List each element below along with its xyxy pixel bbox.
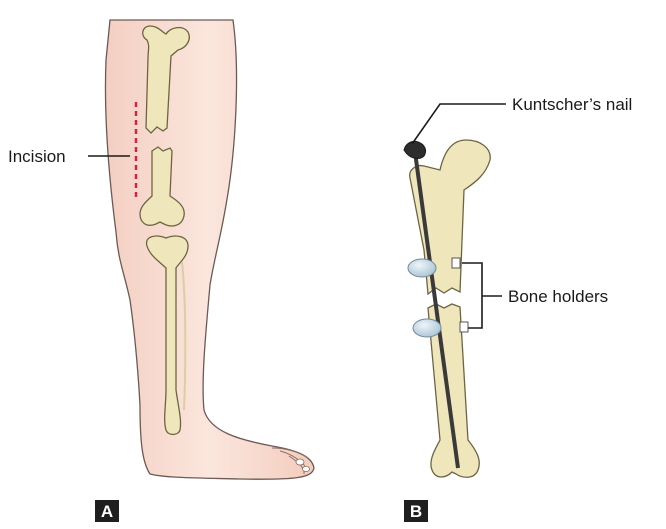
bone-holder-upper xyxy=(408,259,436,277)
panel-a-leg: Incision xyxy=(8,20,314,479)
incision-label: Incision xyxy=(8,147,66,166)
panel-b-letter: B xyxy=(410,502,422,521)
nail-label: Kuntscher’s nail xyxy=(512,95,632,114)
panel-a-marker: A xyxy=(95,500,119,522)
panel-a-letter: A xyxy=(101,502,113,521)
panel-b-marker: B xyxy=(404,500,428,522)
bone-holder-lower-clamp xyxy=(460,322,468,332)
toe-nail xyxy=(303,466,310,471)
bone-holder-upper-clamp xyxy=(452,258,460,268)
nail-leader xyxy=(412,104,506,144)
toe-nail xyxy=(296,459,304,465)
holders-label: Bone holders xyxy=(508,287,608,306)
holders-bracket xyxy=(462,263,482,328)
panel-b-femur: Kuntscher’s nail Bone holders xyxy=(404,95,632,477)
kuntscher-nail-head xyxy=(404,141,426,158)
bone-holder-lower xyxy=(413,319,441,337)
leg-silhouette xyxy=(105,20,314,479)
